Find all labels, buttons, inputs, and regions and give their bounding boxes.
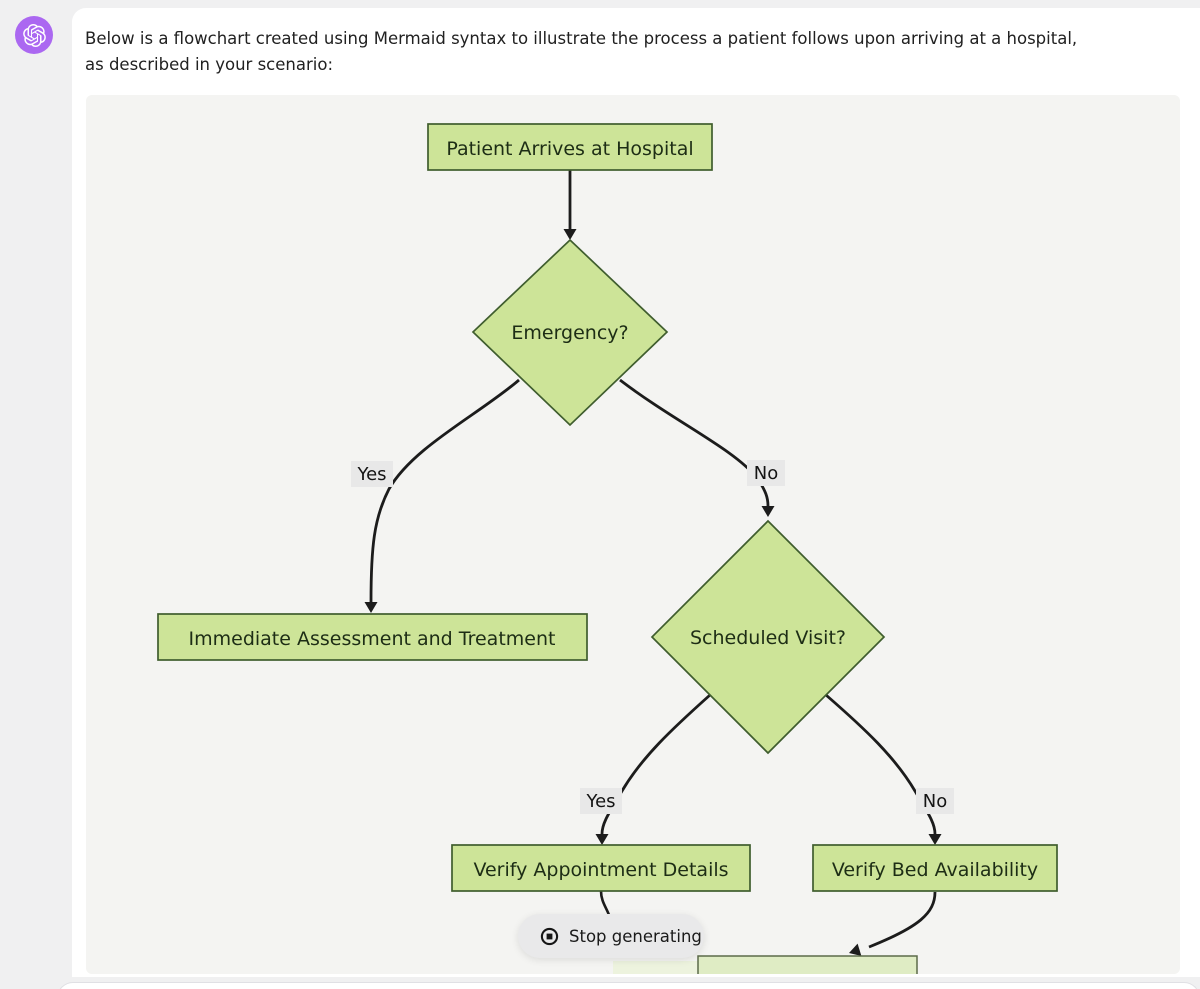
arrowhead-d-e [595, 834, 609, 845]
svg-text:Patient Arrives at Hospital: Patient Arrives at Hospital [446, 138, 693, 160]
flowchart-svg: Patient Arrives at Hospital Emergency? I… [157, 123, 1058, 974]
svg-text:Emergency?: Emergency? [511, 322, 628, 344]
mermaid-diagram-panel: Patient Arrives at Hospital Emergency? I… [86, 95, 1180, 974]
stop-icon [540, 927, 559, 945]
node-partial-rendering [613, 955, 918, 974]
assistant-avatar [15, 16, 53, 54]
node-immediate-assessment: Immediate Assessment and Treatment [157, 613, 588, 661]
chat-input-box[interactable] [57, 982, 1200, 989]
edge-label-no-1: No [747, 460, 785, 486]
svg-text:No: No [754, 463, 778, 484]
arrowhead-b-c [364, 602, 378, 613]
svg-text:Yes: Yes [356, 464, 386, 485]
message-line-1: Below is a flowchart created using Merma… [85, 29, 1078, 48]
assistant-message-text: Below is a flowchart created using Merma… [85, 26, 1165, 78]
edge-label-no-2: No [916, 788, 954, 814]
edge-d-e-yes [600, 693, 711, 835]
svg-text:Immediate Assessment and Treat: Immediate Assessment and Treatment [189, 628, 556, 650]
svg-text:Verify Appointment Details: Verify Appointment Details [473, 859, 728, 881]
node-emergency-decision: Emergency? [471, 238, 669, 427]
node-verify-bed: Verify Bed Availability [812, 844, 1058, 892]
arrowhead-a-b [563, 229, 577, 240]
svg-text:No: No [923, 791, 947, 812]
edge-label-yes-2: Yes [580, 788, 622, 814]
node-patient-arrives: Patient Arrives at Hospital [427, 123, 713, 171]
arrowhead-d-f [928, 834, 942, 845]
arrowhead-b-d [761, 506, 775, 517]
edge-b-d-no [619, 378, 770, 507]
edge-label-yes-1: Yes [351, 461, 393, 487]
edge-e-g-stub [599, 890, 611, 916]
svg-text:Verify Bed Availability: Verify Bed Availability [832, 859, 1038, 881]
message-line-2: as described in your scenario: [85, 55, 333, 74]
node-scheduled-visit-decision: Scheduled Visit? [650, 519, 886, 755]
stop-generating-label: Stop generating [569, 926, 702, 946]
edge-b-c-yes [369, 378, 520, 603]
svg-text:Scheduled Visit?: Scheduled Visit? [690, 627, 846, 649]
arrowhead-f-g [849, 943, 862, 956]
edge-d-f-no [825, 693, 937, 835]
svg-text:Yes: Yes [585, 791, 615, 812]
stop-generating-button[interactable]: Stop generating [518, 914, 704, 958]
openai-logo-icon [22, 23, 46, 47]
edge-f-g [868, 891, 937, 949]
node-verify-appointment: Verify Appointment Details [451, 844, 751, 892]
